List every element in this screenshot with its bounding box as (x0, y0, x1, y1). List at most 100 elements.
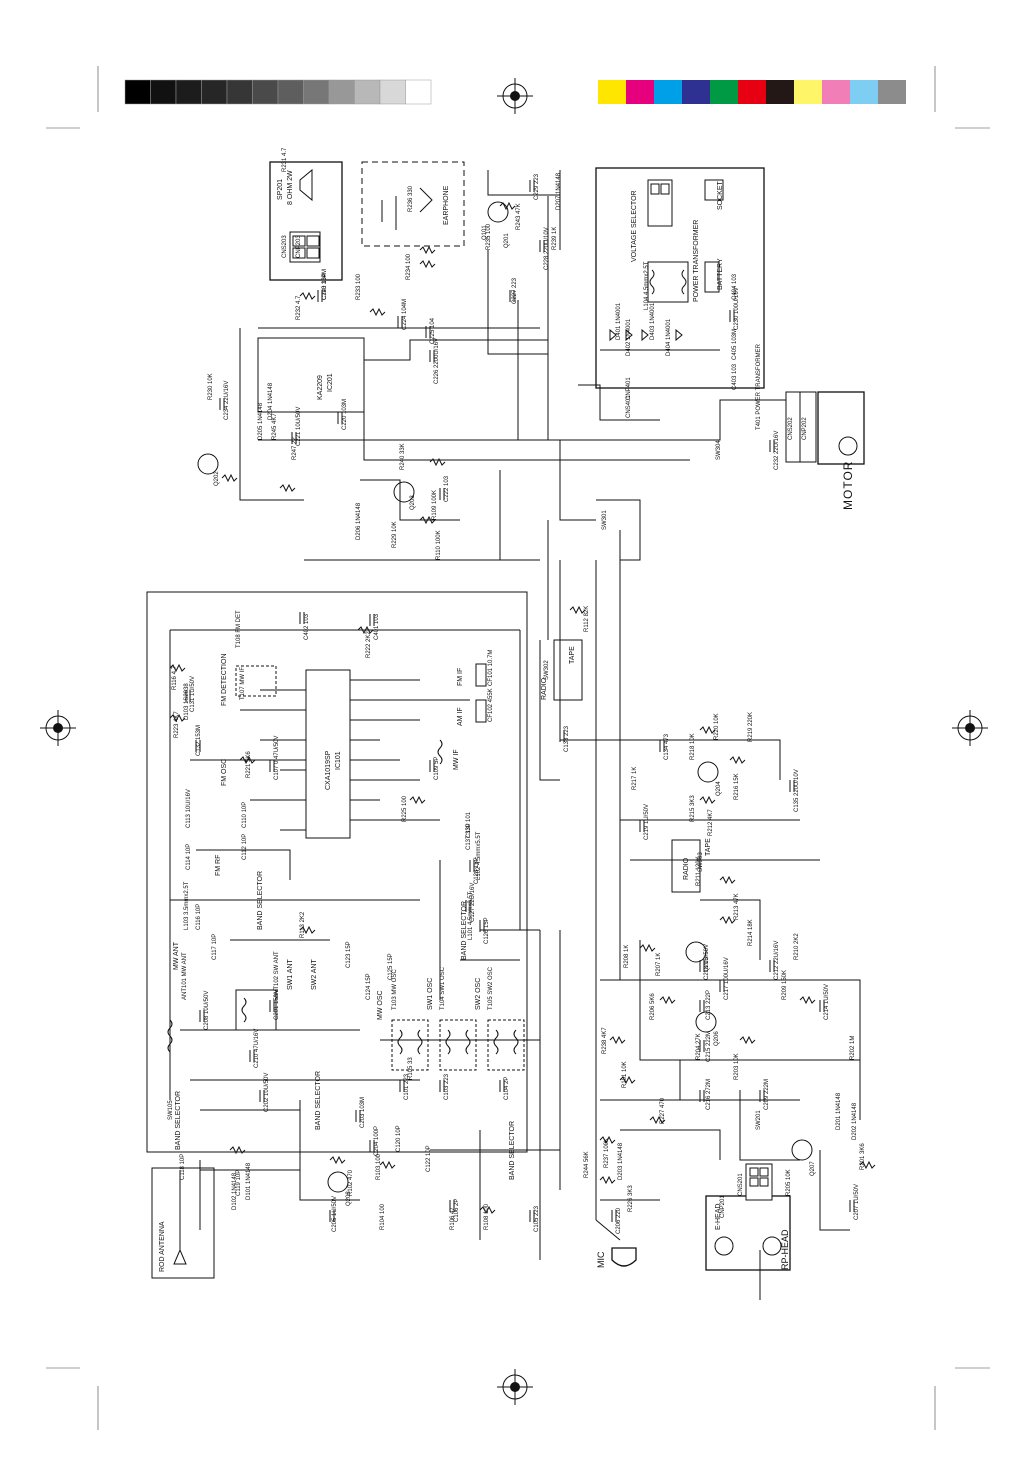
capacitor-ref: C140 33P (322, 273, 328, 300)
transistor-ref: Q205 (704, 957, 710, 972)
color-swatch (878, 80, 906, 104)
resistor-ref: R211 120K (696, 856, 702, 886)
capacitor-ref: C212 22U/16V (774, 941, 780, 980)
diode-ref: D203 1N4148 (618, 1142, 624, 1180)
sw2-osc-label: SW2 OSC (475, 978, 482, 1010)
transistor-ref: Q201 (504, 233, 510, 248)
resistor-ref: R229 10K (392, 521, 398, 548)
switch-ref: SW301 (602, 510, 608, 530)
gray-swatch (277, 79, 304, 105)
capacitor-ref: C137 33P (466, 823, 472, 850)
sw303-switch[interactable] (553, 639, 583, 701)
resistor-ref: R243 47K (516, 203, 522, 230)
gray-swatch (150, 79, 177, 105)
resistor-ref: R205 10K (786, 1169, 792, 1196)
gray-swatch (252, 79, 279, 105)
capacitor-ref: C123 15P (346, 941, 352, 968)
resistor-ref: R222 2K2 (366, 631, 372, 658)
capacitor-ref: C119 10P (236, 1170, 242, 1196)
resistor-ref: R220 10K (714, 713, 720, 740)
rod-antenna-block: ROD ANTENNA (151, 1167, 215, 1279)
resistor-ref: R239 1K (552, 227, 558, 250)
ic101-name: CXA1019SP (325, 750, 332, 790)
switch-ref: SW304 (716, 440, 722, 460)
color-swatch (682, 80, 710, 104)
coil-ref: L102 4.5mmx5.5T (476, 831, 482, 880)
resistor-ref: R218 10K (690, 733, 696, 760)
coil-ref: L104 4.5mmx2.5T (644, 261, 650, 310)
resistor-ref: R221 5K6 (246, 751, 252, 778)
resistor-ref: R219 220K (748, 712, 754, 742)
connector-ref: CNP203 (296, 235, 302, 258)
capacitor-ref: C222 103 (444, 475, 450, 502)
capacitor-ref: C131 1U/50V (190, 676, 196, 712)
resistor-ref: R216 15K (734, 773, 740, 800)
ic201-name: KA2209 (317, 375, 324, 400)
color-swatch (766, 80, 794, 104)
sw302-switch[interactable] (671, 839, 701, 893)
capacitor-ref: C202 10U/50V (264, 1073, 270, 1112)
band-selector-label-5: BAND SELECTOR (509, 1121, 516, 1180)
capacitor-ref: C223 104M (322, 269, 328, 300)
resistor-ref: R245 4K7 (272, 413, 278, 440)
mw-if-label: MW IF (453, 749, 460, 770)
color-swatch (738, 80, 766, 104)
capacitor-ref: C234 22U/16V (224, 381, 230, 420)
resistor-ref: R104 100 (380, 1203, 386, 1230)
diode-ref: D202 1N4148 (852, 1102, 858, 1140)
resistor-ref: R231 4.7 (282, 147, 288, 172)
coil-ref: L103 3.5mmx2.5T (184, 881, 190, 930)
gray-calibration-bar (124, 79, 432, 105)
crosshair-top (497, 78, 533, 114)
band-selector-label-1: BAND SELECTOR (175, 1091, 182, 1150)
coil-ref: T108 FM DET (236, 610, 242, 648)
resistor-ref: R201 3K6 (860, 1143, 866, 1170)
coil-ref: ANT102 SW ANT (274, 951, 280, 998)
capacitor-ref: C107 0.47U/50V (274, 736, 280, 780)
resistor-ref: R109 100K (432, 490, 438, 520)
capacitor-ref: C205 1U/50V (332, 1196, 338, 1232)
capacitor-ref: C214 1U/50V (824, 984, 830, 1020)
capacitor-ref: C124 15P (366, 973, 372, 1000)
transistor-symbols (197, 201, 813, 1193)
capacitor-ref: C125 15P (388, 953, 394, 980)
diode-ref: D206 1N4148 (356, 502, 362, 540)
transistor-ref: Q202 (214, 471, 220, 486)
capacitor-ref: C207 1U/50V (854, 1184, 860, 1220)
color-swatch (598, 80, 626, 104)
capacitor-ref: C401 103 (374, 613, 380, 640)
registration-marks (46, 66, 990, 1430)
capacitor-ref: C209 222M (764, 1079, 770, 1110)
capacitor-ref: C221 10U/50V (296, 407, 302, 446)
connector-ref: CNS202 (788, 417, 794, 440)
capacitor-ref: C230 100U/16V (734, 287, 740, 330)
capacitor-ref: C118 10P (180, 1154, 186, 1180)
capacitor-ref: C208 10U/50V (204, 991, 210, 1030)
resistor-ref: R112 82K (584, 606, 590, 632)
motor-icon (838, 436, 858, 456)
ic101-ref: IC101 (335, 751, 342, 770)
am-if-label: AM IF (457, 707, 464, 726)
radio-section-labels: FM DETECTION FM OSC FM RF FM IF AM IF MW… (173, 654, 516, 1181)
resistor-ref: R116 4.7 (172, 665, 178, 690)
coil-ref: T107 MW IF (240, 667, 246, 700)
switch-ref: SW303 (698, 852, 704, 872)
coil-ref: T401 POWER TRANSFORMER (756, 343, 762, 430)
coil-ref: ANT101 MW ANT (182, 952, 188, 1000)
capacitor-ref: C201 153M (274, 989, 280, 1020)
capacitor-ref: C132 153M (196, 725, 202, 756)
diode-ref: D401 1N4001 (616, 302, 622, 340)
diode-ref: D204 1N4148 (268, 382, 274, 420)
sw1-osc-label: SW1 OSC (427, 978, 434, 1010)
components (169, 180, 876, 1222)
capacitor-ref: C216 272M (706, 1079, 712, 1110)
battery-label: BATTERY (717, 258, 724, 290)
voltage-selector-label: VOLTAGE SELECTOR (631, 190, 638, 262)
capacitor-ref: C127 22U/16V (470, 883, 476, 922)
capacitor-ref: C103 223 (444, 1073, 450, 1100)
socket-label: SOCKET (717, 180, 724, 210)
capacitor-ref: C133 223 (564, 725, 570, 752)
capacitor-ref: C134 473 (664, 733, 670, 760)
crosshair-right (952, 710, 988, 746)
resistor-ref: R210 2K2 (794, 933, 800, 960)
